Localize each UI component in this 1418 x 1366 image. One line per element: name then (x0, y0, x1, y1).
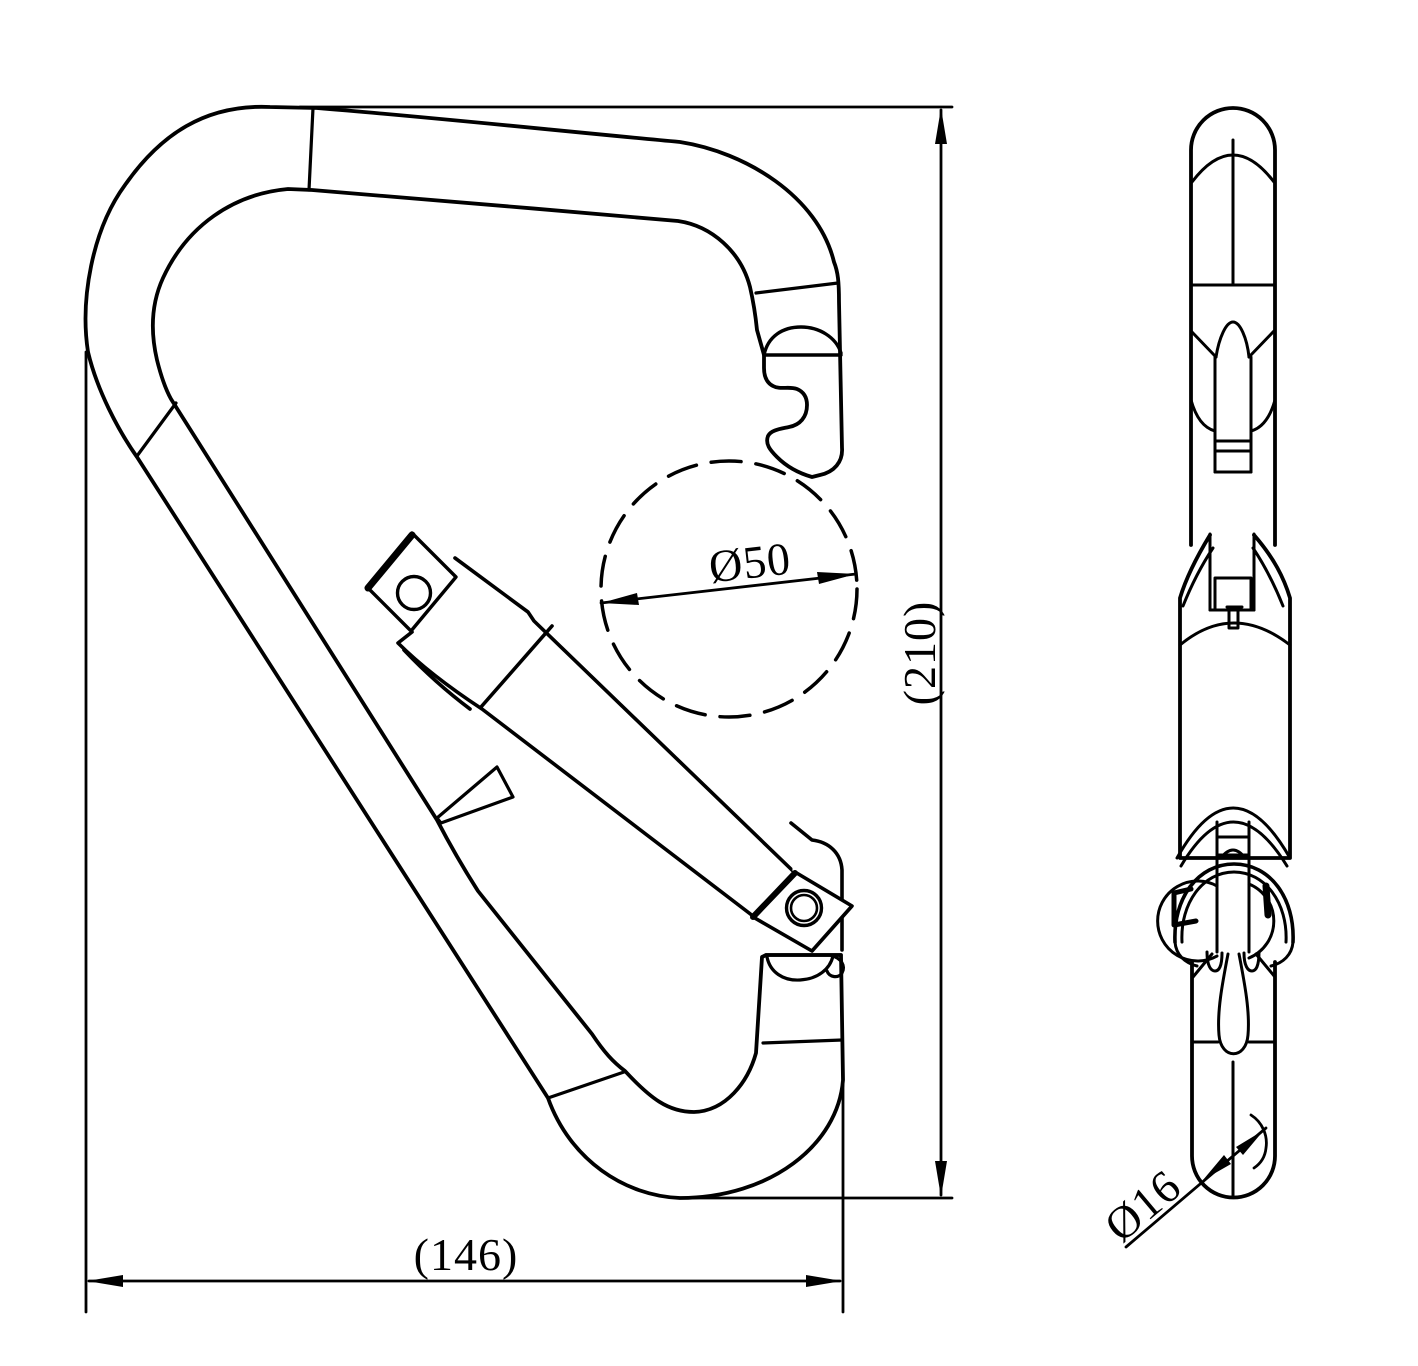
gate-tube-fill (404, 555, 800, 922)
nose-latch-dome (762, 325, 843, 357)
weld-separators (135, 106, 844, 1100)
gate-swivel-block (364, 531, 458, 633)
opening-capacity-dashed-circle (599, 459, 859, 719)
gate-sleeve-separator (479, 624, 554, 709)
dimension-arrowheads (87, 108, 947, 1287)
dimension-bar-diameter (1124, 1113, 1268, 1249)
label-overall-width: (146) (414, 1229, 519, 1280)
side-lock-sleeve (1178, 533, 1292, 860)
side-details (1156, 138, 1295, 1198)
front-view (83, 104, 859, 1200)
dim-line-opening (599, 572, 858, 605)
dimensions-front (84, 105, 954, 1314)
gate-tube-edges (396, 556, 795, 918)
gate-stop-tab (435, 765, 515, 825)
side-view (1124, 106, 1295, 1249)
hinge-pin-inner (789, 893, 819, 923)
hinge-boss (765, 954, 845, 982)
side-top-shaft (1189, 106, 1277, 547)
label-overall-height: (210) (894, 601, 945, 706)
hinge-pin-outer (784, 888, 824, 928)
swivel-pin (395, 574, 433, 612)
gate-rod-end-edge (789, 821, 844, 952)
label-gate-opening: Ø50 (706, 533, 793, 593)
gate-hinge-block (750, 870, 854, 953)
hook-body (83, 104, 845, 1200)
label-bar-diameter: Ø16 (1095, 1160, 1191, 1252)
